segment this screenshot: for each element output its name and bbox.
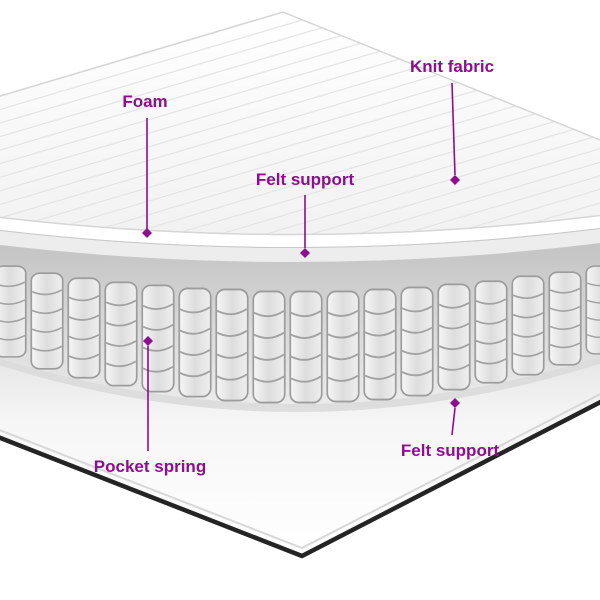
mattress-base	[0, 356, 600, 559]
label-felt-support-top: Felt support	[255, 170, 355, 189]
label-foam: Foam	[122, 92, 168, 111]
felt-support-bottom-leader	[450, 398, 460, 436]
felt-support-top-leader	[300, 195, 310, 258]
label-pocket-spring: Pocket spring	[93, 457, 207, 476]
label-felt-support-bottom: Felt support	[400, 441, 500, 460]
leader-lines	[142, 82, 460, 451]
label-knit-fabric: Knit fabric	[409, 57, 495, 76]
felt-support-bottom-layer	[0, 356, 600, 412]
knit-fabric-leader	[450, 82, 460, 185]
knit-fabric-top	[0, 11, 600, 236]
pocket-spring-leader	[143, 336, 153, 451]
foam-leader	[142, 118, 152, 238]
base-outline	[0, 399, 600, 559]
